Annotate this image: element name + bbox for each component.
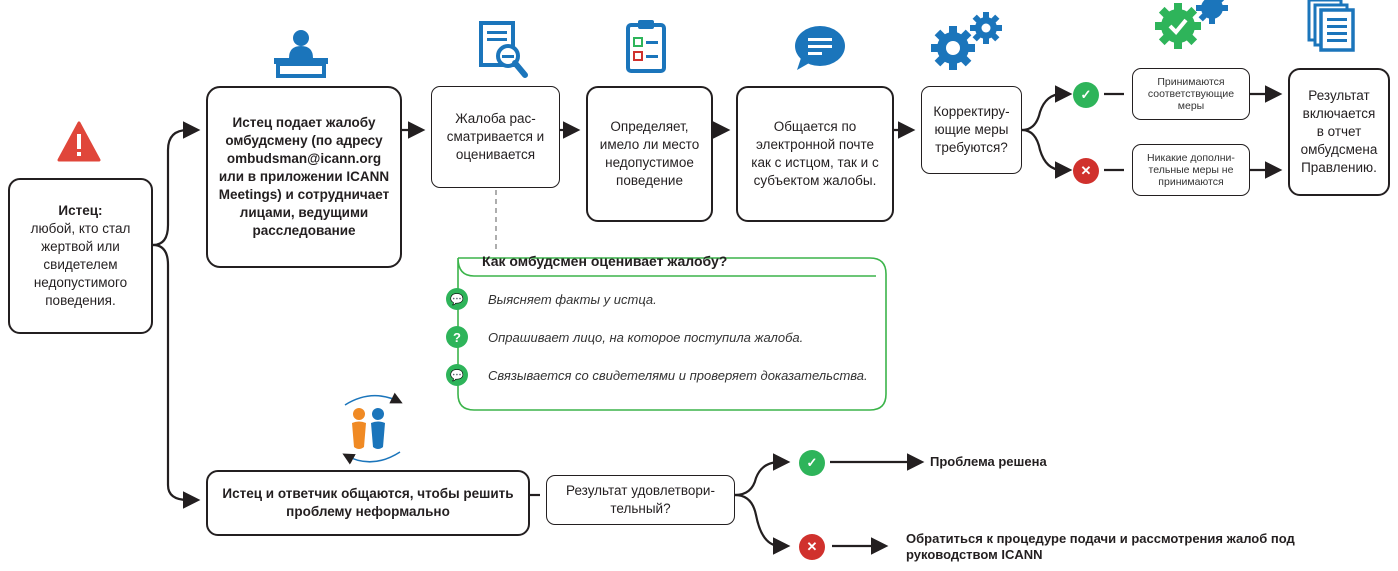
review-step: Жалоба рас- сматривается и оценивается [431,86,560,188]
complainant-box: Истец: любой, кто стал жертвой или свиде… [8,178,153,334]
speech-alert-icon: 💬 [446,288,468,310]
measures-accepted-text: Принимаются соответствующие меры [1147,76,1235,112]
speech-chat-icon: 💬 [446,364,468,386]
x-circle-icon: ✕ [1073,158,1099,184]
satisfactory-question: Результат удовлетвори- тельный? [546,475,735,525]
corrective-question: Корректиру- ющие меры требуются? [921,86,1022,174]
evaluation-item-1: Выясняет факты у истца. [488,292,657,307]
people-exchange-icon [345,403,393,453]
evaluation-title: Как омбудсмен оценивает жалобу? [482,253,728,269]
result-report-text: Результат включается в отчет омбудсмена … [1300,88,1378,175]
file-complaint-text: Истец подает жалобу омбудсмену (по адрес… [218,115,390,238]
satisfactory-text: Результат удовлетвори- тельный? [566,483,715,516]
gears-icon [928,8,1008,72]
file-complaint-step: Истец подает жалобу омбудсмену (по адрес… [206,86,402,268]
communicate-text: Общается по электронной почте как с истц… [751,119,879,188]
check-circle-icon: ✓ [799,450,825,476]
problem-solved-label: Проблема решена [930,454,1047,469]
measures-not-accepted: Никакие дополни- тельные меры не принима… [1132,144,1250,196]
question-circle-icon: ? [446,326,468,348]
determine-step: Определяет, имело ли место недопустимое … [586,86,713,222]
result-report-step: Результат включается в отчет омбудсмена … [1288,68,1390,196]
speech-bubble-icon [793,24,847,72]
measures-not-accepted-text: Никакие дополни- тельные меры не принима… [1147,152,1235,188]
corrective-text: Корректиру- ющие меры требуются? [933,104,1010,155]
informal-resolution-step: Истец и ответчик общаются, чтобы решить … [206,470,530,536]
review-text: Жалоба рас- сматривается и оценивается [446,111,545,162]
determine-text: Определяет, имело ли место недопустимое … [599,119,700,188]
x-circle-icon: ✕ [799,534,825,560]
communicate-step: Общается по электронной почте как с истц… [736,86,894,222]
icann-procedure-label: Обратиться к процедуре подачи и рассмотр… [906,531,1295,562]
ombudsman-desk-icon [272,28,330,78]
check-circle-icon: ✓ [1073,82,1099,108]
stacked-documents-icon [1306,0,1356,52]
warning-icon [57,120,101,164]
complainant-title: Истец: [58,203,103,218]
checklist-icon [625,18,667,74]
measures-accepted: Принимаются соответствующие меры [1132,68,1250,120]
evaluation-item-3: Связывается со свидетелями и проверяет д… [488,368,868,383]
evaluation-item-2: Опрашивает лицо, на которое поступила жа… [488,330,804,345]
document-magnifier-icon [478,20,528,78]
informal-resolution-text: Истец и ответчик общаются, чтобы решить … [222,486,514,519]
gear-check-icon [1148,0,1232,56]
complainant-description: любой, кто стал жертвой или свидетелем н… [30,221,131,308]
